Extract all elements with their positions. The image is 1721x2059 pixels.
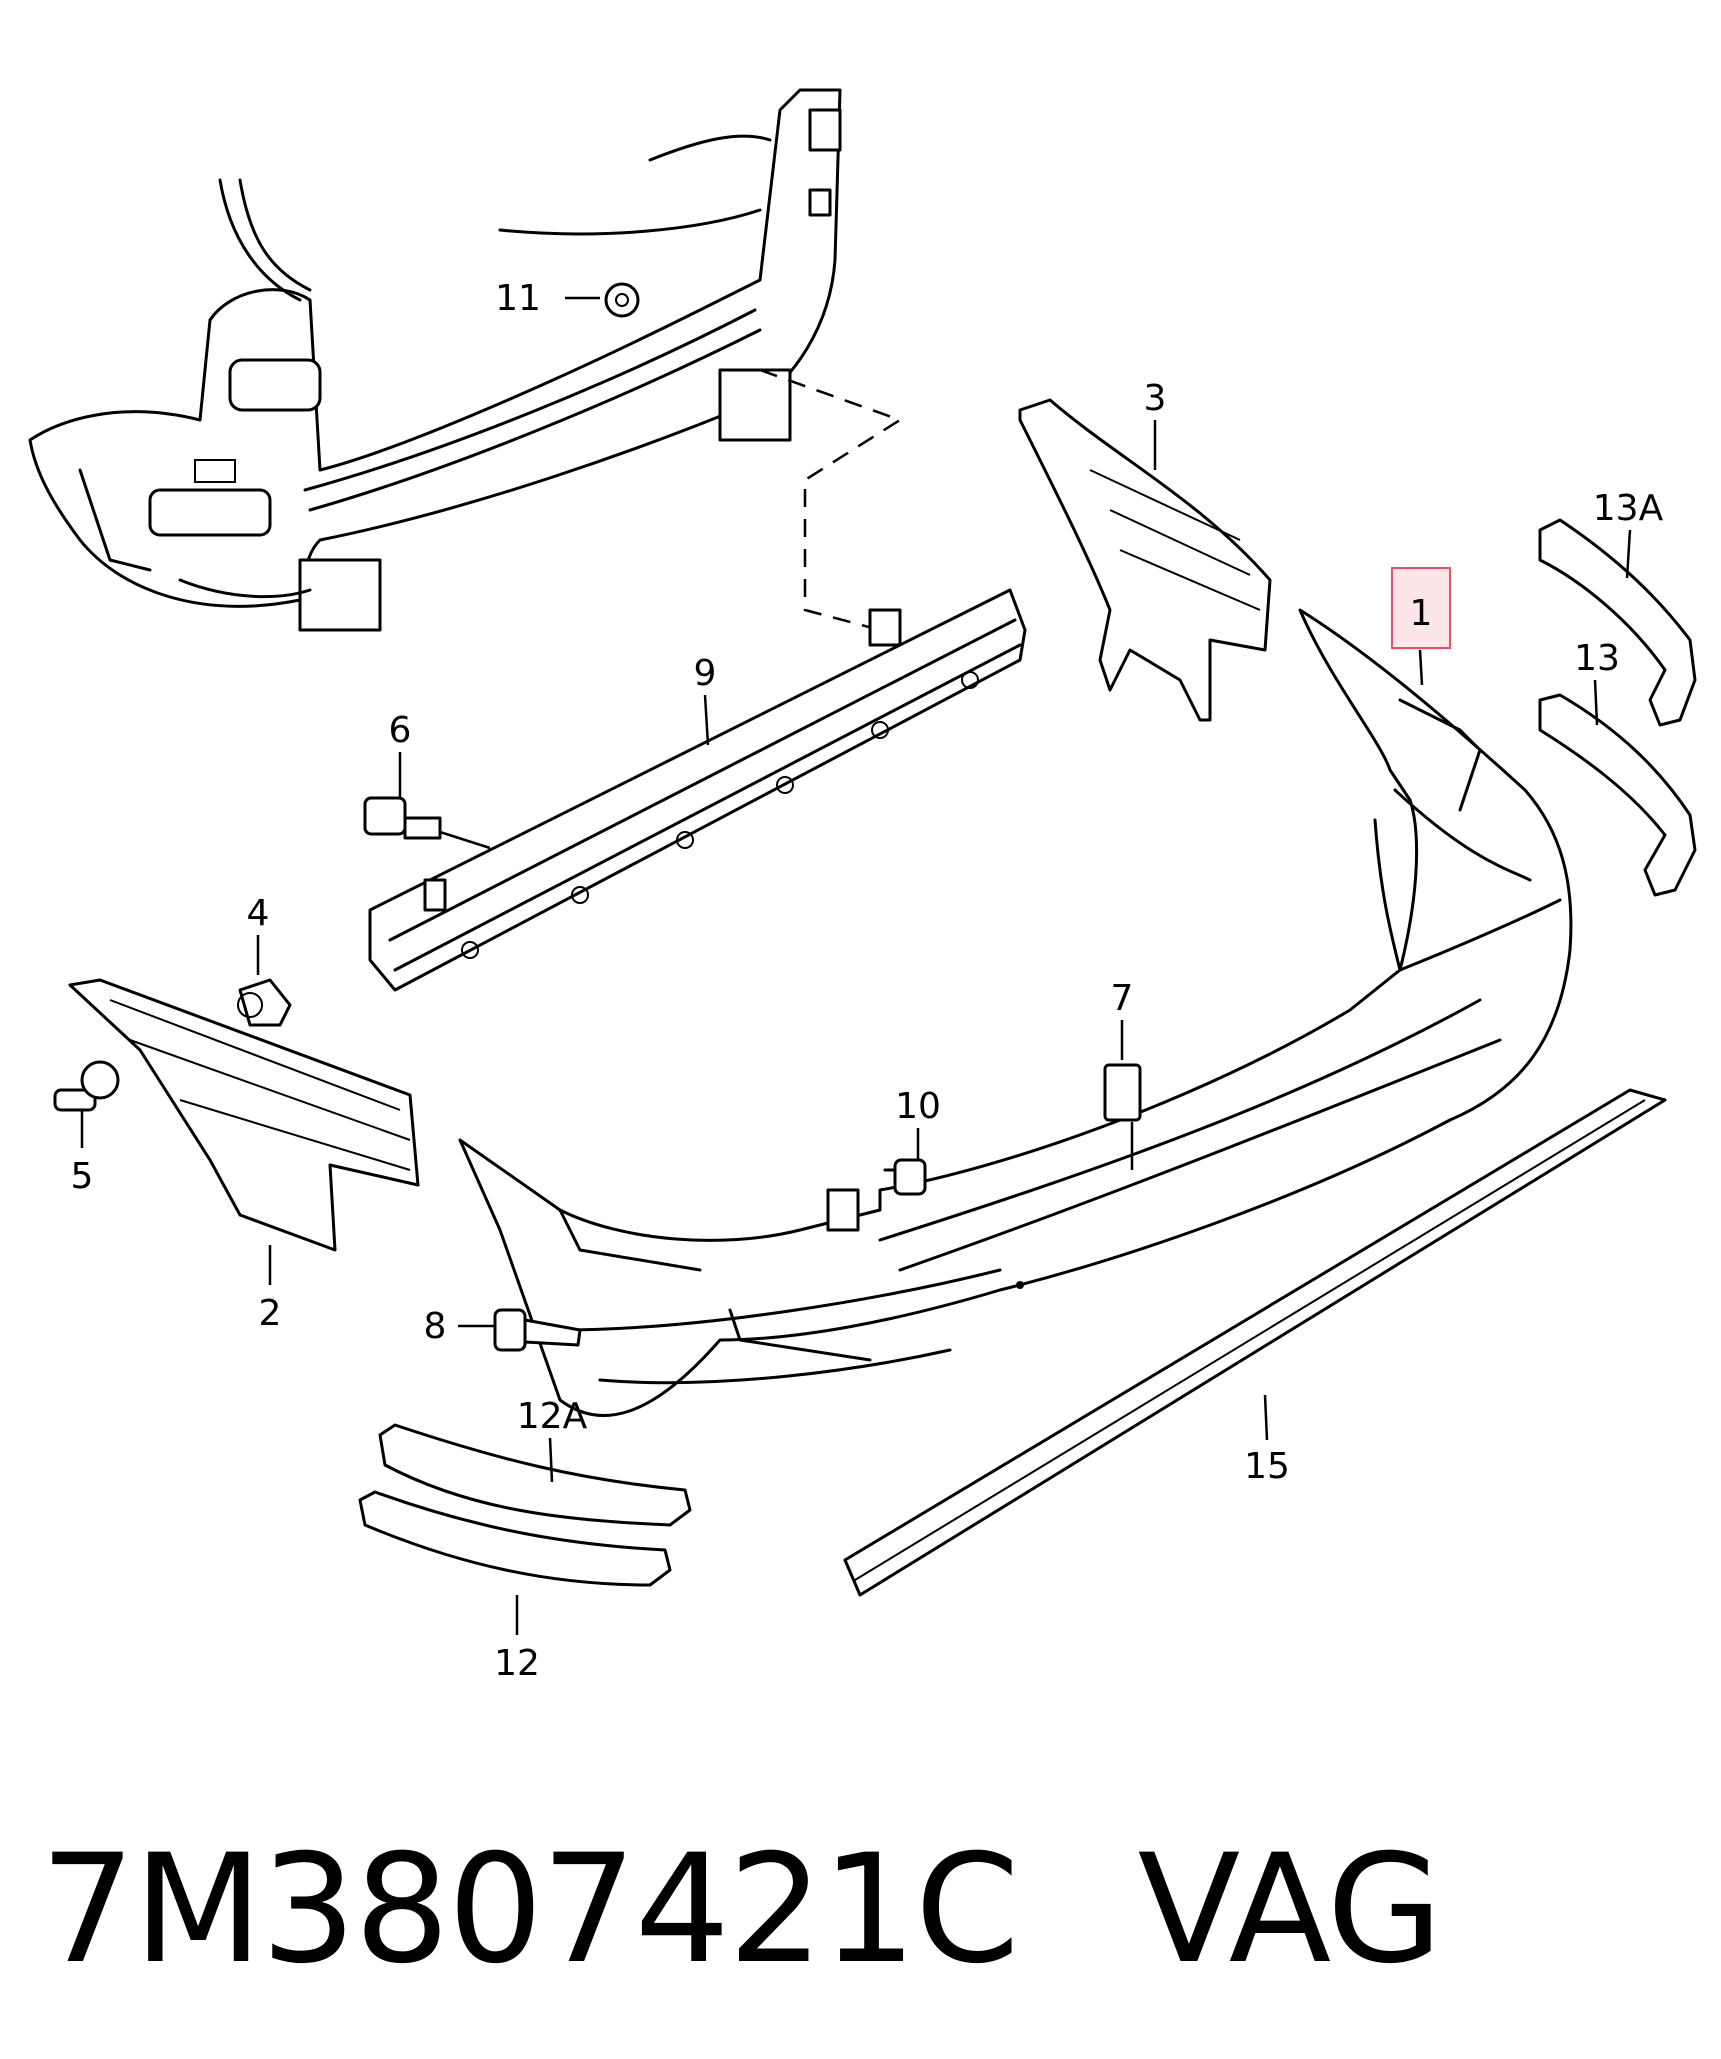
callout-10: 10 [895,1086,941,1127]
part-1-bumper-cover [458,567,1573,1418]
part-13-trim [1538,679,1697,897]
part-number: 7M3807421C [40,1823,1020,1997]
part-6-bolt [363,752,491,850]
part-12a-trim [378,1423,692,1527]
part-3-bracket [1018,398,1272,722]
callout-9: 9 [694,653,717,694]
part-9-bumper-carrier [368,588,1027,992]
highlight-box-part-1 [1391,567,1451,649]
callout-13: 13 [1574,638,1620,679]
callout-8: 8 [424,1306,447,1347]
part-caption: 7M3807421C VAG [40,1810,1700,2010]
callout-13a: 13A [1593,488,1664,529]
part-10-screw [883,1128,927,1196]
callout-5: 5 [71,1156,94,1197]
part-2-bracket [68,978,420,1285]
callout-15: 15 [1244,1446,1290,1487]
callout-4: 4 [247,893,270,934]
part-11-nut [565,282,640,318]
part-12-trim [358,1490,672,1635]
callout-6: 6 [389,710,412,751]
part-13a-trim [1538,518,1697,727]
part-7-clip [1103,1020,1142,1170]
callout-2: 2 [259,1293,282,1334]
part-15-trim-strip [843,1088,1667,1597]
brand-name: VAG [1137,1823,1443,1997]
part-5-rivet [53,1060,120,1148]
callout-7: 7 [1111,978,1134,1019]
callout-3: 3 [1144,378,1167,419]
callout-11: 11 [495,278,541,319]
part-4-clip-nut [237,935,292,1027]
part-8-screw [458,1308,582,1352]
callout-12: 12 [494,1643,540,1684]
car-body-rear [28,88,842,632]
parts-diagram: 11 3 13A 1 13 9 6 4 7 10 5 2 8 12A 15 12 [28,88,1697,1684]
callout-1: 1 [1410,593,1433,634]
callout-12a: 12A [517,1396,588,1437]
